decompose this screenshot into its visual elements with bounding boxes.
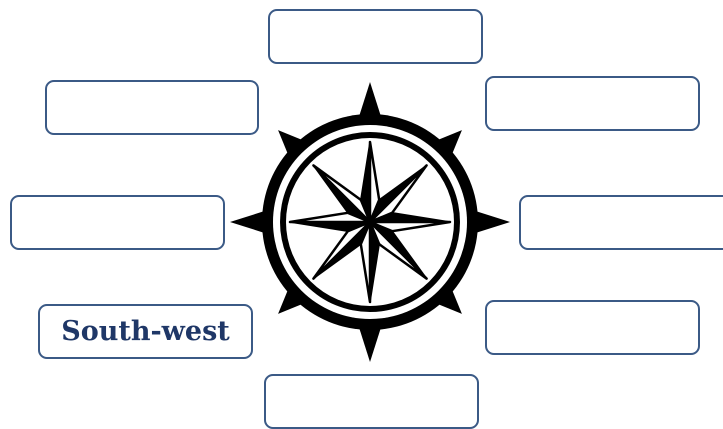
label-box-east[interactable]: [519, 195, 723, 250]
compass-star: [290, 142, 450, 302]
label-box-west[interactable]: [10, 195, 225, 250]
label-box-north[interactable]: [268, 9, 483, 64]
label-box-north-east[interactable]: [485, 76, 700, 131]
label-box-south-east[interactable]: [485, 300, 700, 355]
label-box-south[interactable]: [264, 374, 479, 429]
label-box-south-west[interactable]: South-west: [38, 304, 253, 359]
compass-rose-icon: [230, 82, 510, 362]
label-box-north-west[interactable]: [45, 80, 259, 135]
